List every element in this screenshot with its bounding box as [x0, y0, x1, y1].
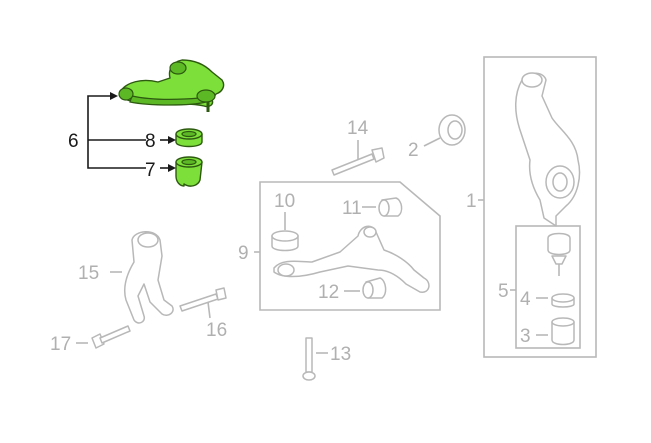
leader-2 — [423, 137, 441, 147]
arrow-to-arm — [110, 92, 118, 100]
damper-fork-part-15[interactable]: 15 — [78, 231, 174, 324]
bolt-part-16[interactable]: 16 — [179, 287, 227, 341]
callout-8[interactable]: 8 — [145, 131, 156, 152]
ball-joint-box — [515, 225, 581, 349]
bushing-ring-part-8[interactable] — [175, 128, 203, 148]
arrow-to-7 — [168, 164, 176, 172]
callout-6[interactable]: 6 — [68, 131, 79, 152]
boot-part-3[interactable]: 3 — [520, 317, 575, 347]
callout-15[interactable]: 15 — [78, 263, 99, 284]
callout-2[interactable]: 2 — [408, 140, 419, 161]
callout-11[interactable]: 11 — [342, 198, 362, 219]
ball-joint[interactable] — [547, 232, 571, 277]
callout-3[interactable]: 3 — [520, 326, 531, 347]
arm-pivot-bushing — [118, 87, 134, 101]
lower-arm-assembly-group[interactable]: 9 10 11 12 — [238, 181, 441, 311]
upper-control-arm-group[interactable]: 6 8 7 — [68, 59, 225, 187]
steering-knuckle[interactable] — [515, 72, 581, 227]
damper-fork — [123, 231, 174, 324]
callout-12[interactable]: 12 — [318, 282, 339, 303]
bushing-part-12[interactable]: 12 — [318, 277, 387, 303]
callout-5[interactable]: 5 — [498, 281, 509, 302]
knuckle-box — [483, 56, 597, 358]
callout-14[interactable]: 14 — [347, 118, 369, 139]
ring-part-4[interactable]: 4 — [520, 289, 575, 310]
ball-joint-head — [196, 89, 216, 103]
callout-9[interactable]: 9 — [238, 243, 249, 264]
knuckle-hub-bore-inner — [552, 172, 568, 192]
arm-pivot-bushing-rear — [169, 61, 187, 75]
callout-17[interactable]: 17 — [50, 334, 71, 355]
callout-10[interactable]: 10 — [274, 191, 295, 212]
callout-1[interactable]: 1 — [466, 191, 477, 212]
lower-control-arm[interactable] — [273, 225, 430, 293]
bushing-part-11[interactable]: 11 — [342, 197, 403, 219]
knuckle-assembly-group[interactable]: 1 5 4 3 — [466, 56, 597, 358]
bolt-part-13[interactable]: 13 — [302, 337, 351, 381]
dust-seal-part-2[interactable]: 2 — [408, 114, 466, 161]
bolt-part-17[interactable]: 17 — [50, 325, 131, 355]
damper-fork-top-eye — [137, 232, 159, 248]
bushing-part-7[interactable] — [175, 156, 203, 187]
lower-arm-box — [259, 181, 441, 311]
leader-16 — [207, 301, 211, 319]
arrow-to-8 — [168, 136, 176, 144]
lower-arm-ball-joint-eye — [363, 226, 377, 238]
bolt-part-14[interactable]: 14 — [331, 118, 385, 176]
callout-13[interactable]: 13 — [330, 344, 351, 365]
callout-4[interactable]: 4 — [520, 289, 531, 310]
lower-arm-bushing-eye — [277, 263, 295, 277]
bushing-part-10[interactable]: 10 — [271, 191, 299, 252]
knuckle-upper-eye — [521, 72, 543, 88]
callout-7[interactable]: 7 — [145, 160, 156, 181]
callout-bracket-6 — [87, 95, 146, 169]
callout-16[interactable]: 16 — [206, 320, 227, 341]
